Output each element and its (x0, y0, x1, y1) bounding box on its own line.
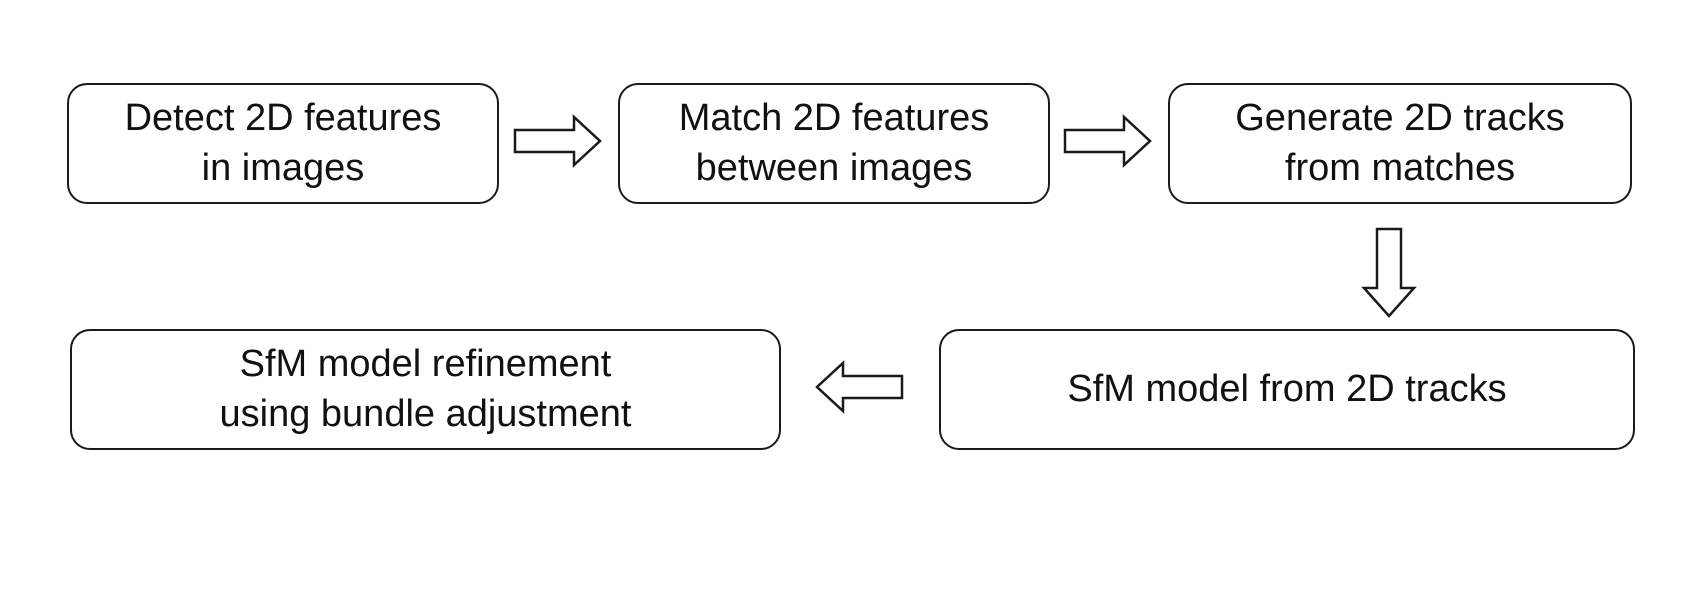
step-label: Detect 2D features in images (125, 94, 442, 193)
step-model-refinement: SfM model refinement using bundle adjust… (70, 329, 781, 450)
step-generate-tracks: Generate 2D tracks from matches (1168, 83, 1632, 204)
step-label: SfM model from 2D tracks (1067, 365, 1506, 414)
step-detect-features: Detect 2D features in images (67, 83, 499, 204)
arrow-right-icon (1063, 114, 1152, 168)
step-label-line2: using bundle adjustment (219, 392, 632, 435)
step-label-line2: in images (201, 146, 365, 189)
arrow-left-icon (815, 360, 904, 414)
step-sfm-model: SfM model from 2D tracks (939, 329, 1635, 450)
step-label-line1: Detect 2D features (124, 97, 442, 140)
step-label-line1: SfM model from 2D tracks (1067, 367, 1507, 410)
step-label-line1: Match 2D features (678, 97, 990, 140)
step-match-features: Match 2D features between images (618, 83, 1050, 204)
step-label: SfM model refinement using bundle adjust… (220, 340, 632, 439)
step-label-line1: Generate 2D tracks (1235, 97, 1565, 140)
step-label-line1: SfM model refinement (239, 343, 612, 386)
step-label: Match 2D features between images (679, 94, 989, 193)
arrow-right-icon (513, 114, 602, 168)
step-label: Generate 2D tracks from matches (1235, 94, 1564, 193)
step-label-line2: from matches (1284, 146, 1516, 189)
arrow-down-icon (1361, 227, 1417, 318)
step-label-line2: between images (695, 146, 973, 189)
